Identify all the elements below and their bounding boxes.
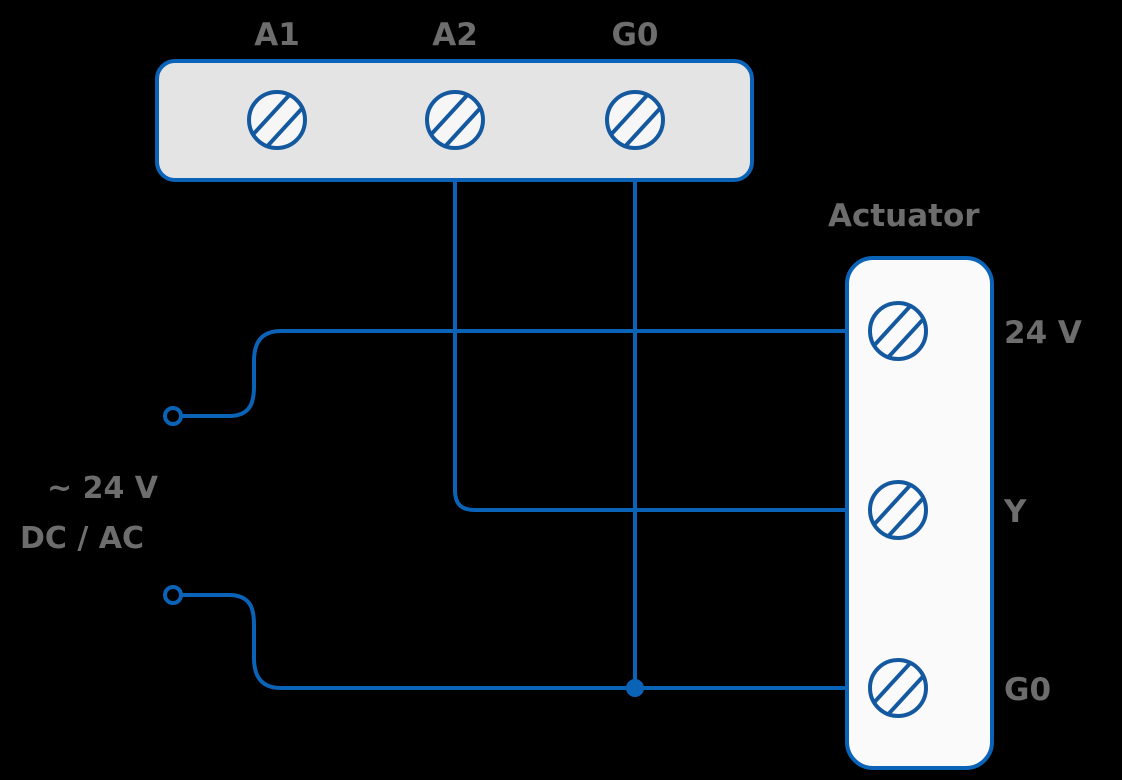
power-supply-type-label: DC / AC [20,521,144,556]
actuator-screw-g0[interactable] [868,658,928,720]
controller-screw-a2[interactable] [425,90,485,152]
controller-label-g0: G0 [611,17,658,53]
actuator-label-24v: 24 V [1004,315,1082,351]
actuator-terminal-labels: 24 V Y G0 [1003,315,1082,708]
wire-supply-negative-to-actuator-g0 [179,593,849,690]
junction-g0-common [626,679,644,697]
wire-supply-positive-to-actuator-24v [179,329,849,418]
supply-positive-terminal-icon [163,406,183,426]
power-supply-label: ~ 24 V DC / AC [20,471,159,556]
power-supply-voltage-label: ~ 24 V [47,471,159,506]
wire-group [179,178,849,690]
actuator-label-y: Y [1003,494,1027,530]
actuator-block[interactable] [845,256,994,770]
controller-label-a1: A1 [254,17,300,53]
actuator-screw-24v[interactable] [868,301,928,363]
controller-label-a2: A2 [432,17,478,53]
controller-screw-a1[interactable] [247,90,307,152]
power-supply-terminals [163,406,183,605]
wire-controller-a2-to-actuator-y [453,178,849,512]
actuator-title: Actuator [828,198,980,234]
actuator-label-g0: G0 [1004,672,1051,708]
controller-screw-g0[interactable] [605,90,665,152]
controller-terminal-labels: A1 A2 G0 [254,17,658,53]
actuator-screw-y[interactable] [868,480,928,542]
controller-terminal-block[interactable] [155,59,754,182]
supply-negative-terminal-icon [163,585,183,605]
